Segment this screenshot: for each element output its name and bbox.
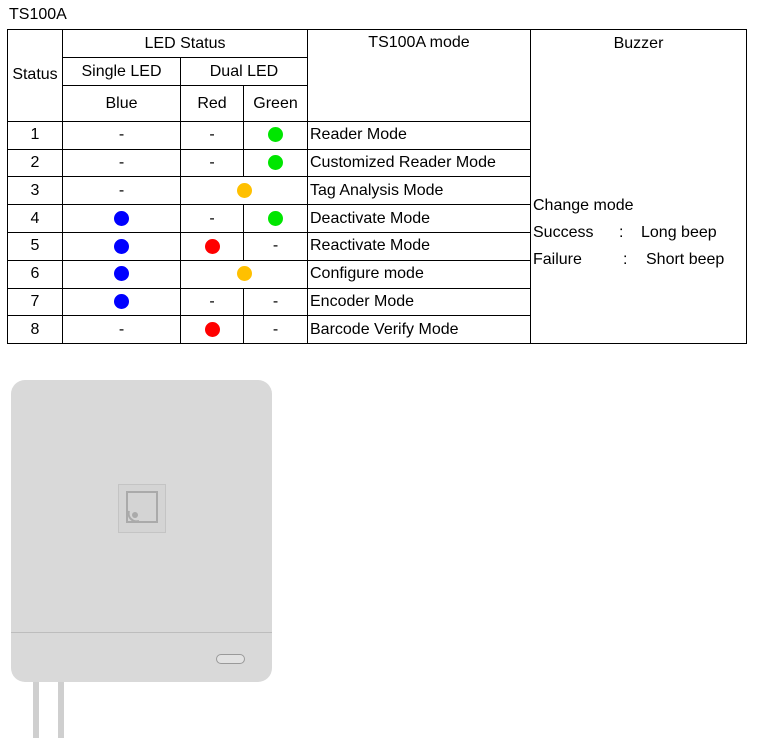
red-led-dot-icon	[204, 238, 220, 254]
status-number: 2	[7, 148, 63, 178]
green-led-cell: -	[243, 231, 308, 261]
status-number: 7	[7, 287, 63, 317]
red-led-dot-icon	[204, 322, 220, 338]
section-title: TS100A	[9, 6, 67, 23]
blue-led-cell	[62, 259, 181, 289]
dash: -	[209, 209, 215, 227]
blue-led-cell	[62, 231, 181, 261]
mode-name: Barcode Verify Mode	[307, 315, 531, 345]
table-row: 3 - Tag Analysis Mode	[7, 176, 747, 206]
cable	[58, 682, 64, 738]
header-dual-led: Dual LED	[180, 57, 308, 87]
dash: -	[209, 292, 215, 310]
device-led-indicator	[216, 654, 245, 664]
header-buzzer: Buzzer	[530, 29, 747, 122]
dual-led-cell	[180, 176, 308, 206]
mode-name: Tag Analysis Mode	[307, 176, 531, 206]
blue-led-dot-icon	[114, 294, 129, 310]
failure-value: Short beep	[646, 250, 725, 268]
status-number: 6	[7, 259, 63, 289]
green-led-cell: -	[243, 315, 308, 345]
led-status-table: Status LED Status TS100A mode Buzzer Sin…	[7, 28, 747, 345]
green-led-dot-icon	[268, 210, 283, 226]
green-led-dot-icon	[268, 127, 283, 143]
green-led-dot-icon	[268, 155, 283, 171]
header-single-led: Single LED	[62, 57, 181, 87]
dash: -	[118, 126, 125, 144]
header-led-status: LED Status	[62, 28, 308, 59]
blue-led-cell	[62, 287, 181, 317]
dash: -	[272, 320, 279, 338]
red-led-cell	[180, 231, 244, 261]
success-label: Success	[533, 223, 594, 241]
blue-led-dot-icon	[114, 266, 129, 282]
dash: -	[209, 153, 215, 171]
blue-led-cell: -	[62, 315, 181, 345]
blue-led-cell: -	[62, 148, 181, 178]
mode-name: Encoder Mode	[307, 287, 531, 317]
blue-led-cell: -	[62, 176, 181, 206]
red-led-cell	[180, 315, 244, 345]
success-value: Long beep	[641, 223, 717, 241]
status-number: 1	[7, 120, 63, 150]
failure-label: Failure	[533, 250, 582, 268]
cable	[33, 682, 39, 738]
blue-led-dot-icon	[114, 210, 129, 226]
status-number: 8	[7, 315, 63, 345]
table-row: 5 - Reactivate Mode	[7, 231, 747, 261]
mode-name: Configure mode	[307, 259, 531, 289]
dash: -	[272, 237, 279, 255]
green-led-cell	[243, 120, 308, 150]
header-green: Green	[243, 85, 308, 122]
dash: -	[118, 181, 125, 199]
green-led-cell	[243, 148, 308, 178]
dash: -	[209, 126, 215, 144]
buzzer-description: Change mode Success: Long beep Failure: Sh…	[530, 121, 747, 345]
device-image	[11, 380, 272, 738]
mode-name: Reader Mode	[307, 120, 531, 150]
device-base-divider	[11, 632, 272, 633]
mode-name: Reactivate Mode	[307, 231, 531, 261]
table-row: 1 - - Reader Mode Change mode Success: Long …	[7, 120, 747, 345]
mode-name: Customized Reader Mode	[307, 148, 531, 178]
red-led-cell: -	[180, 204, 244, 233]
status-number: 5	[7, 231, 63, 261]
header-status: Status	[7, 29, 63, 122]
table-row: 4 - Deactivate Mode	[7, 204, 747, 233]
blue-led-dot-icon	[114, 238, 129, 254]
dash: -	[272, 292, 279, 310]
header-red: Red	[180, 85, 244, 122]
green-led-cell	[243, 204, 308, 233]
header-blue: Blue	[62, 85, 181, 122]
buzzer-change-mode: Change mode	[533, 196, 634, 214]
mode-name: Deactivate Mode	[307, 204, 531, 233]
dash: -	[118, 320, 125, 338]
status-number: 3	[7, 176, 63, 206]
amber-led-dot-icon	[236, 183, 252, 199]
rfid-logo-icon	[118, 484, 166, 533]
blue-led-cell	[62, 204, 181, 233]
table-row: 8 - - Barcode Verify Mode	[7, 315, 747, 345]
table-row: 7 - - Encoder Mode	[7, 287, 747, 317]
table-row: 2 - - Customized Reader Mode	[7, 148, 747, 178]
amber-led-dot-icon	[236, 266, 252, 282]
red-led-cell: -	[180, 148, 244, 178]
header-mode: TS100A mode	[307, 29, 531, 122]
separator: :	[619, 223, 624, 241]
status-number: 4	[7, 204, 63, 233]
red-led-cell: -	[180, 120, 244, 150]
blue-led-cell: -	[62, 120, 181, 150]
dual-led-cell	[180, 259, 308, 289]
dash: -	[118, 153, 125, 171]
separator: :	[623, 250, 628, 268]
red-led-cell: -	[180, 287, 244, 317]
green-led-cell: -	[243, 287, 308, 317]
